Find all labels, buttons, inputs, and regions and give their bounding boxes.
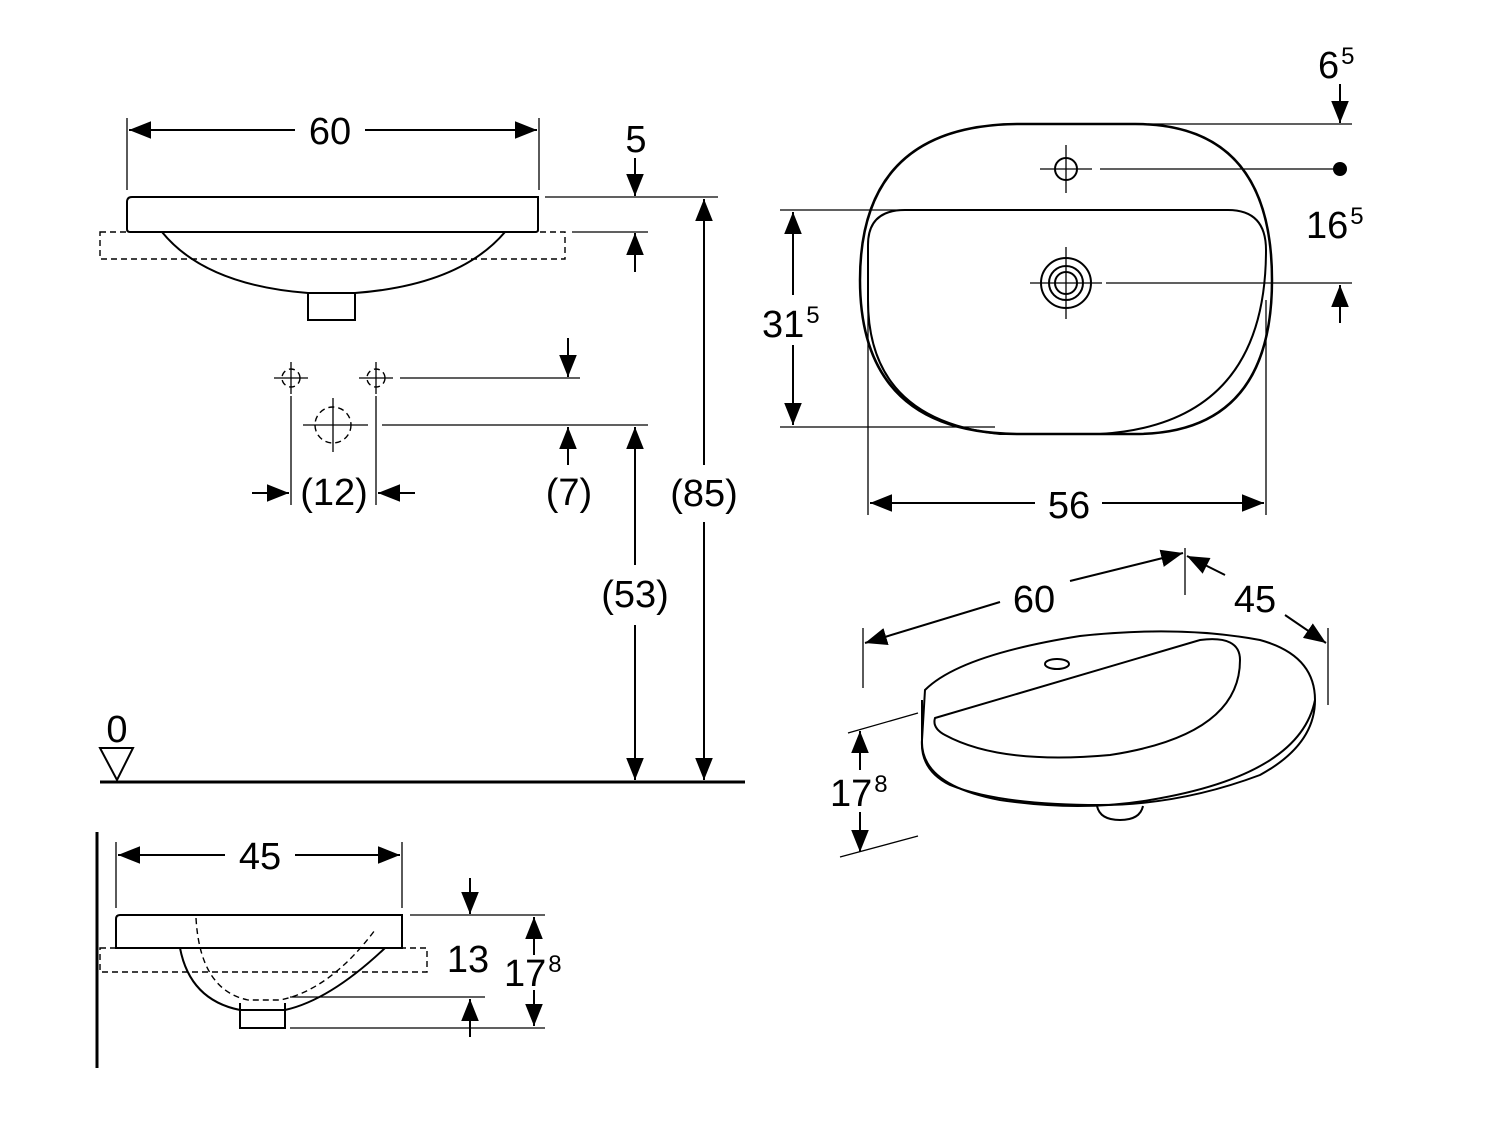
- top-hole-offset-label: 65: [1318, 43, 1355, 87]
- side-depth-label: 45: [239, 836, 281, 878]
- side-view: 45 13 178: [95, 832, 562, 1068]
- tap-hole-right-icon: [359, 362, 393, 394]
- floor-level-label: 0: [106, 709, 127, 751]
- top-taphole-dot: [1333, 162, 1347, 176]
- isometric-view: 60 45 178: [830, 548, 1329, 858]
- front-countertop-outline: [99, 231, 566, 260]
- iso-basin-top: [920, 630, 1317, 807]
- top-tap-hole-icon: [1040, 145, 1092, 193]
- front-bowl: [161, 231, 506, 294]
- side-total-label: 178: [504, 951, 562, 995]
- iso-depth-arrow-left: [1186, 555, 1226, 576]
- iso-depth-arrow-right: [1284, 614, 1327, 644]
- front-drain: [307, 293, 356, 321]
- iso-depth-label: 45: [1234, 579, 1276, 621]
- top-bowl-width-label: 56: [1048, 485, 1090, 527]
- floor-level-triangle-icon: [98, 747, 135, 783]
- iso-width-label: 60: [1013, 579, 1055, 621]
- outlet-height-label: (53): [601, 574, 669, 616]
- top-view: 65 165 315 56: [762, 43, 1364, 527]
- top-drain-icon: [1030, 247, 1102, 319]
- top-outlet-offset-label: 165: [1306, 203, 1364, 247]
- front-width-label: 60: [309, 111, 351, 153]
- side-bowl-outer: [179, 947, 386, 1011]
- iso-tap-hole-icon: [1044, 658, 1070, 670]
- iso-width-arrow-left: [864, 601, 1001, 646]
- center-hole-icon: [303, 398, 368, 452]
- iso-height-ext-bottom: [839, 835, 919, 858]
- top-bowl-outline: [867, 209, 1268, 435]
- side-bowl-inner: [195, 917, 376, 1001]
- tap-spacing-label: (12): [300, 472, 368, 514]
- rim-thickness-label: 5: [625, 119, 646, 161]
- side-basin-rim: [115, 914, 403, 949]
- iso-height-label: 178: [830, 771, 888, 815]
- tap-hole-left-icon: [274, 362, 308, 394]
- overall-height-label: (85): [670, 473, 738, 515]
- top-bowl-depth-label: 315: [762, 302, 820, 346]
- tap-offset-label: (7): [546, 472, 592, 514]
- front-view: 60 5 (12) (7): [98, 111, 745, 784]
- side-rim-label: 13: [447, 939, 489, 981]
- iso-width-arrow-right: [1069, 549, 1184, 582]
- side-countertop-outline: [99, 947, 428, 973]
- iso-bowl: [933, 638, 1242, 759]
- iso-basin-front: [920, 699, 1316, 807]
- iso-height-ext-top: [847, 712, 919, 734]
- side-drain: [239, 1003, 286, 1029]
- iso-drain: [1096, 805, 1144, 822]
- front-basin-rim: [126, 196, 539, 233]
- top-basin-outline: [858, 122, 1274, 436]
